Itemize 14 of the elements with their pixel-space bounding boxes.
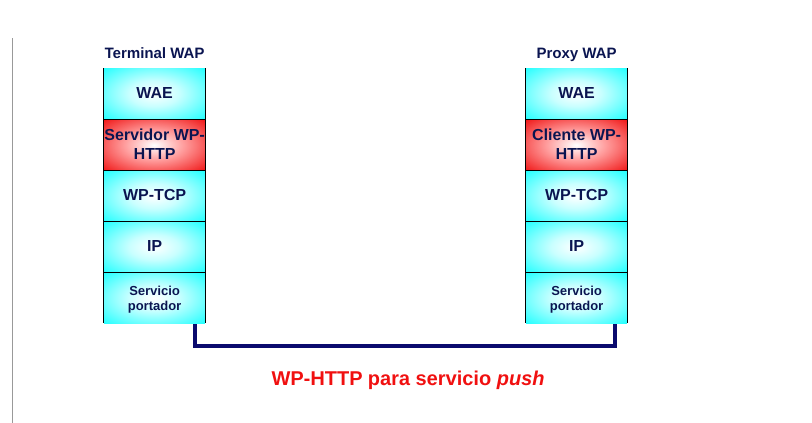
caption: WP-HTTP para servicio push xyxy=(270,368,546,391)
protocol-layer: WAE xyxy=(526,68,627,120)
protocol-layer: WAE xyxy=(104,68,205,120)
connector-line xyxy=(193,324,617,348)
protocol-layer: WP-TCP xyxy=(104,170,205,222)
stack-heading: Terminal WAP xyxy=(104,45,206,62)
protocol-layer: Cliente WP-HTTP xyxy=(526,119,627,171)
protocol-layer: WP-TCP xyxy=(526,170,627,222)
protocol-layer: Servicio portador xyxy=(526,272,627,324)
stack-heading: Proxy WAP xyxy=(535,45,618,62)
protocol-layer: Servicio portador xyxy=(104,272,205,324)
protocol-layer: IP xyxy=(104,221,205,273)
protocol-layer: Servidor WP-HTTP xyxy=(104,119,205,171)
protocol-layer: IP xyxy=(526,221,627,273)
